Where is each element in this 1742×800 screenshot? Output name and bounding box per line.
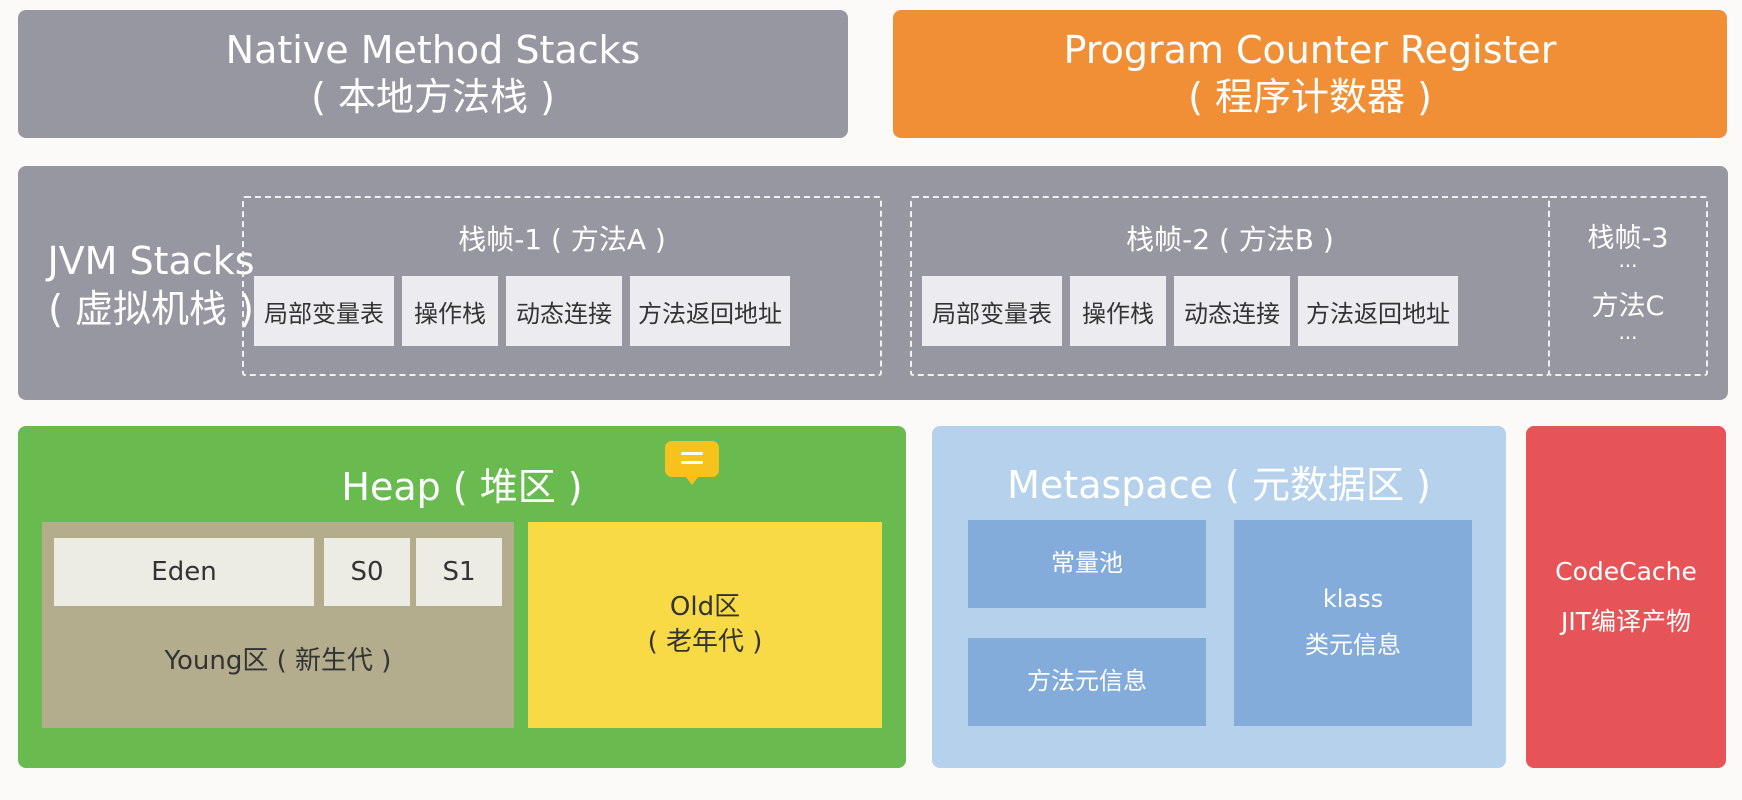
old-generation: Old区 ( 老年代 ) [528,522,882,728]
klass-title: klass [1322,585,1384,614]
stack-frame-1: 栈帧-1 ( 方法A ) 局部变量表 操作栈 动态连接 方法返回地址 [242,196,882,376]
method-metadata: 方法元信息 [968,638,1206,726]
stack-frame-2: 栈帧-2 ( 方法B ) 局部变量表 操作栈 动态连接 方法返回地址 [910,196,1550,376]
operand-stack: 操作栈 [1070,276,1166,346]
native-method-stacks-box: Native Method Stacks ( 本地方法栈 ) [18,10,848,138]
survivor-s0: S0 [324,538,410,606]
return-address: 方法返回地址 [630,276,790,346]
program-counter-register-box: Program Counter Register ( 程序计数器 ) [893,10,1727,138]
metaspace-title: Metaspace ( 元数据区 ) [1007,463,1431,507]
jvm-stacks-box: JVM Stacks ( 虚拟机栈 ) 栈帧-1 ( 方法A ) 局部变量表 操… [18,166,1728,400]
stack-frame-3-title: 栈帧-3 [1587,223,1669,254]
codecache-box: CodeCache JIT编译产物 [1526,426,1726,768]
metaspace-box: Metaspace ( 元数据区 ) 常量池 方法元信息 klass 类元信息 [932,426,1506,768]
dynamic-linking: 动态连接 [506,276,622,346]
native-subtitle: ( 本地方法栈 ) [311,75,555,119]
old-generation-title: Old区 [669,592,741,622]
stack-frame-3-ellipsis-bottom: ... [1618,320,1638,344]
native-title: Native Method Stacks [225,27,641,72]
stack-frame-3: 栈帧-3 ... 方法C ... [1548,196,1708,376]
heap-box: Heap ( 堆区 ) Eden S0 S1 Young区 ( 新生代 ) Ol… [18,426,906,768]
young-generation: Eden S0 S1 Young区 ( 新生代 ) [42,522,514,728]
constant-pool: 常量池 [968,520,1206,608]
local-variable-table: 局部变量表 [922,276,1062,346]
jvm-stacks-subtitle: ( 虚拟机栈 ) [48,286,254,331]
old-generation-label: Old区 ( 老年代 ) [528,590,882,660]
stack-frame-2-title: 栈帧-2 ( 方法B ) [1126,223,1334,256]
young-generation-label: Young区 ( 新生代 ) [164,646,392,676]
stack-frame-2-cells: 局部变量表 操作栈 动态连接 方法返回地址 [922,276,1538,346]
stack-frame-3-ellipsis-top: ... [1618,248,1638,272]
stack-frame-1-title: 栈帧-1 ( 方法A ) [458,223,666,256]
dynamic-linking: 动态连接 [1174,276,1290,346]
heap-title: Heap ( 堆区 ) [341,465,583,509]
stack-frame-3-method: 方法C [1591,291,1665,322]
old-generation-subtitle: ( 老年代 ) [647,627,763,658]
codecache-title: CodeCache [1555,557,1697,586]
return-address: 方法返回地址 [1298,276,1458,346]
local-variable-table: 局部变量表 [254,276,394,346]
comment-icon[interactable] [664,440,720,486]
klass-subtitle: 类元信息 [1305,631,1401,659]
pcr-subtitle: ( 程序计数器 ) [1188,75,1432,119]
jvm-stacks-title: JVM Stacks [47,239,255,283]
stack-frame-1-cells: 局部变量表 操作栈 动态连接 方法返回地址 [254,276,870,346]
klass-metadata: klass 类元信息 [1234,520,1472,726]
pcr-title: Program Counter Register [1063,27,1557,72]
jvm-stacks-label: JVM Stacks ( 虚拟机栈 ) [26,238,276,333]
survivor-s1: S1 [416,538,502,606]
operand-stack: 操作栈 [402,276,498,346]
codecache-subtitle: JIT编译产物 [1560,607,1692,636]
eden-space: Eden [54,538,314,606]
